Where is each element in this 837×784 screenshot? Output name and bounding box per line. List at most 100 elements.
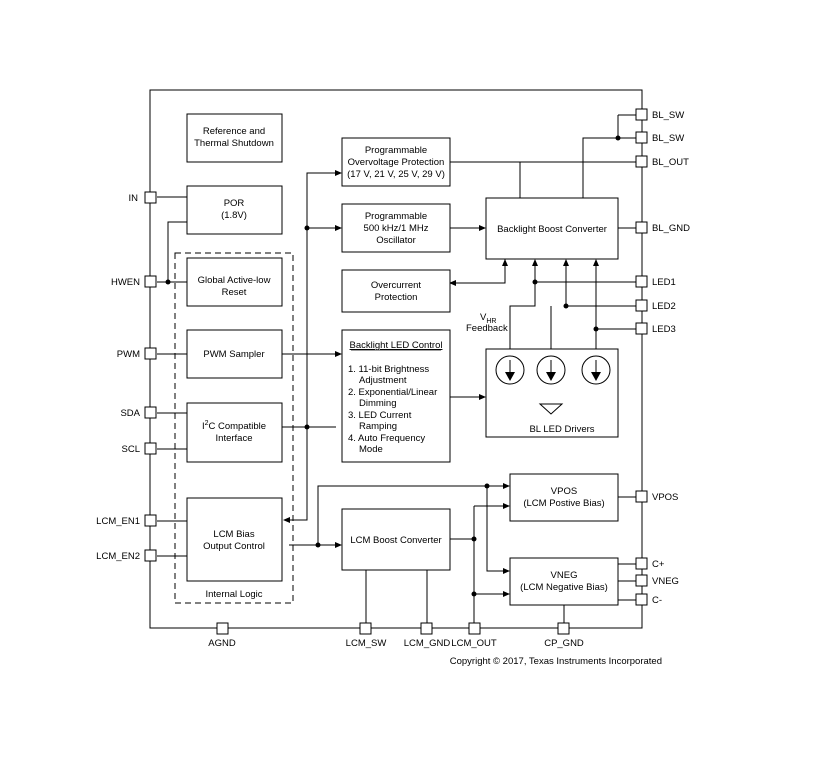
- lcm-bias-label-1: LCM Bias: [213, 529, 254, 540]
- pin-led3: [635, 322, 648, 335]
- por-label-1: POR: [224, 198, 245, 209]
- led-control-item-4: 4. Auto Frequency: [348, 433, 425, 444]
- pin-bl-sw-1: [635, 108, 648, 121]
- por-label-2: (1.8V): [221, 210, 247, 221]
- pin-label-lcm-sw: LCM_SW: [346, 638, 387, 649]
- internal-logic-label: Internal Logic: [205, 589, 262, 600]
- pin-c-minus: [635, 593, 648, 606]
- global-reset-label-1: Global Active-low: [198, 275, 271, 286]
- led-control-item-3: 3. LED Current: [348, 410, 412, 421]
- pin-pwm: [144, 347, 157, 360]
- ovp-label-1: Programmable: [365, 145, 427, 156]
- oscillator-block: [341, 203, 451, 253]
- overcurrent-protection-block: [341, 269, 451, 313]
- pin-agnd: [216, 622, 229, 635]
- pin-label-led2: LED2: [652, 301, 676, 312]
- backlight-boost-label: Backlight Boost Converter: [497, 224, 607, 235]
- pin-scl: [144, 442, 157, 455]
- backlight-boost-converter-block: [485, 197, 619, 260]
- pin-label-vpos: VPOS: [652, 492, 678, 503]
- lcm-boost-converter-block: [341, 508, 451, 571]
- junction-dots: [165, 135, 621, 597]
- vneg-block: [509, 557, 619, 606]
- pwm-sampler-block: [186, 329, 283, 379]
- pin-label-sda: SDA: [120, 408, 140, 419]
- pin-label-lcm-gnd: LCM_GND: [404, 638, 451, 649]
- reference-thermal-block: [186, 113, 283, 163]
- pin-label-c-plus: C+: [652, 559, 665, 570]
- pin-lcm-gnd: [420, 622, 433, 635]
- pin-label-lcm-en2: LCM_EN2: [96, 551, 140, 562]
- pin-bl-gnd: [635, 221, 648, 234]
- pin-label-bl-sw-2: BL_SW: [652, 133, 684, 144]
- arrowheads: [283, 170, 599, 597]
- i2c-interface-label-1: I2C Compatible: [202, 420, 266, 432]
- pin-bl-out: [635, 155, 648, 168]
- internal-logic-region: [174, 252, 294, 604]
- copyright-notice: Copyright © 2017, Texas Instruments Inco…: [450, 656, 662, 667]
- pin-label-hwen: HWEN: [111, 277, 140, 288]
- led-control-item-1: 1. 11-bit Brightness: [348, 364, 429, 375]
- global-reset-label-2: Reset: [222, 287, 247, 298]
- led-control-item-2b: Dimming: [359, 398, 396, 409]
- pin-label-cp-gnd: CP_GND: [544, 638, 584, 649]
- led-control-item-3b: Ramping: [359, 421, 397, 432]
- current-source-icons: [495, 355, 611, 385]
- backlight-led-control-block: [341, 329, 451, 463]
- i2c-interface-label-2: Interface: [216, 433, 253, 444]
- led-control-item-2: 2. Exponential/Linear: [348, 387, 437, 398]
- vpos-label-1: VPOS: [551, 486, 577, 497]
- lcm-bias-label-2: Output Control: [203, 541, 265, 552]
- pin-cp-gnd: [557, 622, 570, 635]
- global-reset-block: [186, 257, 283, 307]
- reference-thermal-label-1: Reference and: [203, 126, 265, 137]
- oscillator-label-1: Programmable: [365, 211, 427, 222]
- pin-vpos: [635, 490, 648, 503]
- ovp-label-2: Overvoltage Protection: [348, 157, 445, 168]
- pin-label-vneg: VNEG: [652, 576, 679, 587]
- vneg-label-2: (LCM Negative Bias): [520, 582, 608, 593]
- led-control-item-1b: Adjustment: [359, 375, 407, 386]
- ovp-block: [341, 137, 451, 187]
- pin-c-plus: [635, 557, 648, 570]
- pin-vneg: [635, 574, 648, 587]
- pin-label-c-minus: C-: [652, 595, 662, 606]
- bl-led-drivers-label: BL LED Drivers: [529, 424, 594, 435]
- overcurrent-label-1: Overcurrent: [371, 280, 422, 291]
- vhr-feedback-label: Feedback: [466, 323, 508, 334]
- pin-led1: [635, 275, 648, 288]
- pin-label-in: IN: [129, 193, 139, 204]
- led-control-item-4b: Mode: [359, 444, 383, 455]
- pin-label-bl-out: BL_OUT: [652, 157, 689, 168]
- pin-label-bl-gnd: BL_GND: [652, 223, 690, 234]
- pin-label-agnd: AGND: [208, 638, 236, 649]
- vneg-label-1: VNEG: [551, 570, 578, 581]
- pin-label-lcm-out: LCM_OUT: [451, 638, 497, 649]
- ovp-label-3: (17 V, 21 V, 25 V, 29 V): [347, 169, 445, 180]
- backlight-led-control-title: Backlight LED Control: [350, 340, 443, 351]
- pin-in: [144, 191, 157, 204]
- pin-led2: [635, 299, 648, 312]
- pin-lcm-en2: [144, 549, 157, 562]
- lcm-bias-output-control-block: [186, 497, 283, 582]
- vpos-label-2: (LCM Postive Bias): [523, 498, 604, 509]
- pin-label-lcm-en1: LCM_EN1: [96, 516, 140, 527]
- pin-label-pwm: PWM: [117, 349, 140, 360]
- pwm-sampler-label: PWM Sampler: [203, 349, 264, 360]
- ground-symbol-icon: [538, 403, 564, 415]
- pin-label-led3: LED3: [652, 324, 676, 335]
- reference-thermal-label-2: Thermal Shutdown: [194, 138, 274, 149]
- por-block: [186, 185, 283, 235]
- vpos-block: [509, 473, 619, 522]
- pin-label-scl: SCL: [122, 444, 140, 455]
- i2c-interface-block: [186, 402, 283, 463]
- lcm-boost-label: LCM Boost Converter: [350, 535, 441, 546]
- pin-label-led1: LED1: [652, 277, 676, 288]
- pin-label-bl-sw-1: BL_SW: [652, 110, 684, 121]
- pin-lcm-out: [468, 622, 481, 635]
- oscillator-label-2: 500 kHz/1 MHz: [364, 223, 429, 234]
- pin-sda: [144, 406, 157, 419]
- vhr-label: VHR: [480, 312, 496, 325]
- overcurrent-label-2: Protection: [375, 292, 418, 303]
